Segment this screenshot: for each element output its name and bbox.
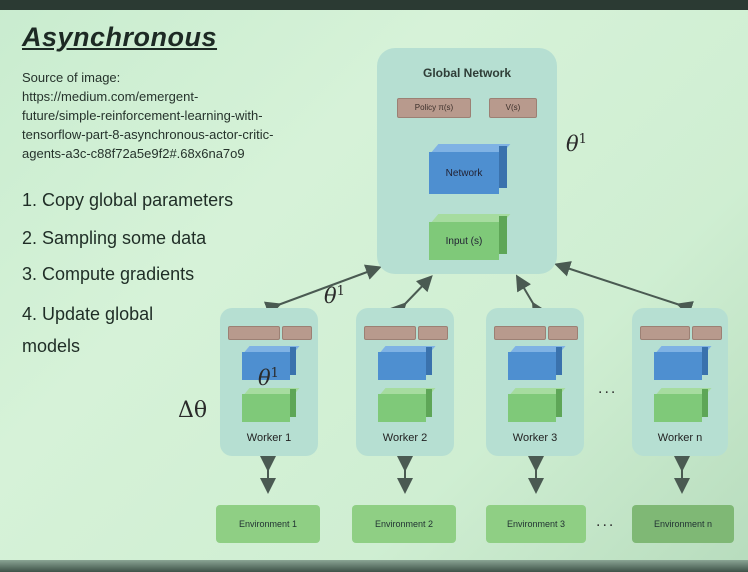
environment-box: Environment n bbox=[632, 505, 734, 543]
step-4-continued: models bbox=[22, 336, 81, 356]
worker-panel: Worker n bbox=[632, 308, 728, 456]
worker-policy-bar bbox=[494, 326, 546, 340]
worker-value-bar bbox=[282, 326, 312, 340]
slide-top-border bbox=[0, 0, 748, 10]
worker-value-bar bbox=[418, 326, 448, 340]
step-4: 4. Update global bbox=[22, 304, 154, 324]
worker-network-cube bbox=[242, 346, 300, 380]
environment-box: Environment 2 bbox=[352, 505, 456, 543]
theta-copy: θ1 bbox=[324, 284, 345, 308]
delta-theta: Δθ bbox=[178, 398, 208, 423]
worker-network-cube bbox=[378, 346, 436, 380]
source-line: https://medium.com/emergent- bbox=[22, 89, 199, 104]
theta-global: θ1 bbox=[566, 132, 587, 156]
image-source-note: Source of image: https://medium.com/emer… bbox=[22, 68, 362, 163]
source-line: tensorflow-part-8-asynchronous-actor-cri… bbox=[22, 127, 274, 142]
value-output-bar: V(s) bbox=[489, 98, 537, 118]
global-worker2-arrow bbox=[389, 275, 433, 320]
worker-input-cube bbox=[378, 388, 436, 422]
network-label: Network bbox=[445, 168, 483, 179]
environment-box: Environment 3 bbox=[486, 505, 586, 543]
environment-box: Environment 1 bbox=[216, 505, 320, 543]
worker-label: Worker n bbox=[657, 432, 703, 444]
workers-ellipsis: ... bbox=[598, 380, 618, 397]
network-cube: Network bbox=[429, 144, 511, 194]
source-line: agents-a3c-c88f72a5e9f2#.68x6na7o9 bbox=[22, 146, 245, 161]
global-workern-arrow bbox=[554, 261, 694, 317]
worker-value-bar bbox=[548, 326, 578, 340]
worker-policy-bar bbox=[228, 326, 280, 340]
step-2: 2. Sampling some data bbox=[22, 228, 207, 248]
policy-output-bar: Policy π(s) bbox=[397, 98, 471, 118]
source-line: future/simple-reinforcement-learning-wit… bbox=[22, 108, 263, 123]
worker-input-cube bbox=[242, 388, 300, 422]
worker-label: Worker 3 bbox=[512, 432, 558, 444]
slide-title: Asynchronous bbox=[22, 22, 218, 52]
theta-worker1: θ1 bbox=[258, 366, 279, 390]
worker-label: Worker 1 bbox=[246, 432, 292, 444]
slide-bottom-border bbox=[0, 560, 748, 572]
global-network-title: Global Network bbox=[422, 66, 511, 80]
step-3: 3. Compute gradients bbox=[22, 264, 195, 284]
worker-value-bar bbox=[692, 326, 722, 340]
worker-policy-bar bbox=[640, 326, 690, 340]
worker-policy-bar bbox=[364, 326, 416, 340]
worker-input-cube bbox=[508, 388, 566, 422]
worker-input-cube bbox=[654, 388, 712, 422]
global-worker3-arrow bbox=[515, 274, 547, 320]
worker-network-cube bbox=[508, 346, 566, 380]
worker-panel: Worker 1 bbox=[220, 308, 318, 456]
source-line: Source of image: bbox=[22, 70, 121, 85]
worker-panel: Worker 2 bbox=[356, 308, 454, 456]
step-1: 1. Copy global parameters bbox=[22, 190, 234, 210]
worker-panel: Worker 3 bbox=[486, 308, 584, 456]
worker-network-cube bbox=[654, 346, 712, 380]
environments-ellipsis: ... bbox=[596, 513, 616, 530]
global-worker1-arrow bbox=[263, 264, 382, 317]
input-cube: Input (s) bbox=[429, 214, 511, 260]
global-network-panel: Global Network Policy π(s) V(s) Network … bbox=[377, 48, 557, 274]
worker-label: Worker 2 bbox=[382, 432, 428, 444]
input-label: Input (s) bbox=[445, 236, 483, 247]
